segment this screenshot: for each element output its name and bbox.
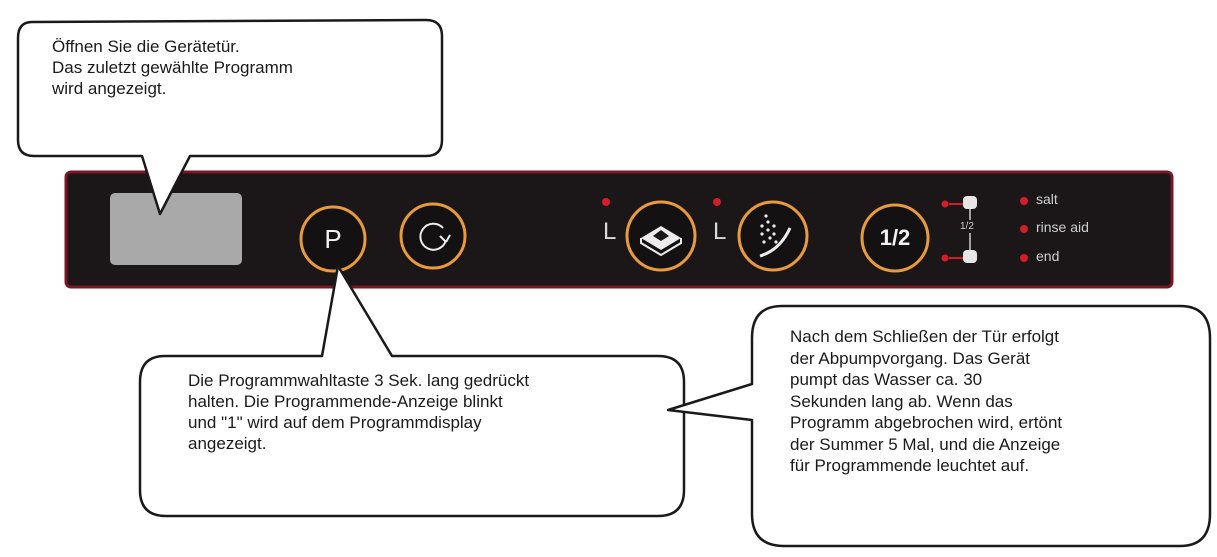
- program-button-label: P: [324, 223, 342, 254]
- program-display: [110, 193, 242, 265]
- spray-led: [713, 198, 721, 206]
- spray-button[interactable]: [737, 200, 809, 272]
- start-button[interactable]: [399, 202, 467, 270]
- end-led: [1020, 254, 1028, 262]
- end-indicator-label: end: [1036, 248, 1060, 264]
- salt-indicator-label: salt: [1036, 191, 1058, 207]
- tablet-led: [602, 198, 610, 206]
- led-mark-spray: L: [713, 218, 727, 245]
- callout-drain-text: Nach dem Schließen der Tür erfolgt der A…: [790, 327, 1063, 475]
- salt-led: [1020, 197, 1028, 205]
- half-load-button-ring[interactable]: [860, 203, 930, 273]
- callout-program-button-bubble: [138, 264, 686, 518]
- rinse-aid-indicator-label: rinse aid: [1036, 219, 1089, 235]
- callout-program-button-text: Die Programmwahltaste 3 Sek. lang gedrüc…: [188, 371, 530, 453]
- level-indicator-icon: [941, 196, 977, 263]
- callout-open-door-bubble: [16, 18, 444, 216]
- rinse-aid-led: [1020, 225, 1028, 233]
- program-button-ring[interactable]: [299, 205, 367, 273]
- half-indicator-label: 1/2: [960, 221, 974, 232]
- refresh-cycle-icon: [419, 222, 451, 251]
- half-load-button-label: 1/2: [879, 225, 911, 250]
- callout-drain-bubble: [666, 304, 1212, 548]
- spray-icon: [759, 214, 792, 258]
- led-mark-tablet: L: [603, 218, 617, 245]
- tablet-icon: [640, 226, 682, 257]
- callout-open-door-text: Öffnen Sie die Gerätetür. Das zuletzt ge…: [52, 37, 293, 98]
